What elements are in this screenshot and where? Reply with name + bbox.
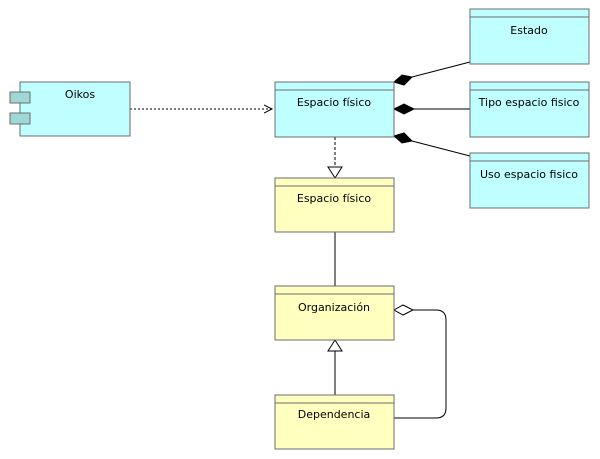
- node-organizacion-label: Organización: [298, 301, 370, 314]
- node-estado-label: Estado: [510, 24, 548, 37]
- component-icon-tab-bottom: [9, 112, 31, 125]
- relation-specialization-dependencia[interactable]: [327, 339, 343, 395]
- node-espacio-fisico-app[interactable]: Espacio físico: [274, 81, 395, 138]
- relation-composition-tipo[interactable]: [392, 103, 470, 115]
- node-dependencia[interactable]: Dependencia: [274, 394, 395, 450]
- node-oikos[interactable]: Oikos: [9, 81, 131, 137]
- node-espacio-fisico-app-label: Espacio físico: [297, 96, 371, 109]
- node-estado[interactable]: Estado: [469, 8, 590, 65]
- node-espacio-fisico-business[interactable]: Espacio físico: [274, 177, 395, 233]
- node-tipo-espacio-fisico-label: Tipo espacio fisico: [478, 96, 580, 109]
- relation-realization-espacio[interactable]: [327, 137, 343, 179]
- node-tipo-espacio-fisico[interactable]: Tipo espacio fisico: [469, 81, 590, 138]
- node-uso-espacio-fisico-label: Uso espacio fisico: [480, 168, 578, 181]
- relation-composition-uso[interactable]: [392, 132, 471, 157]
- relation-composition-estado[interactable]: [392, 61, 471, 86]
- node-organizacion[interactable]: Organización: [274, 285, 395, 341]
- node-uso-espacio-fisico[interactable]: Uso espacio fisico: [469, 152, 590, 209]
- node-espacio-fisico-business-label: Espacio físico: [297, 192, 371, 205]
- relation-aggregation-dependencia[interactable]: [392, 304, 447, 419]
- node-dependencia-label: Dependencia: [298, 408, 371, 421]
- component-icon-tab-top: [9, 91, 31, 104]
- node-oikos-label: Oikos: [65, 88, 95, 101]
